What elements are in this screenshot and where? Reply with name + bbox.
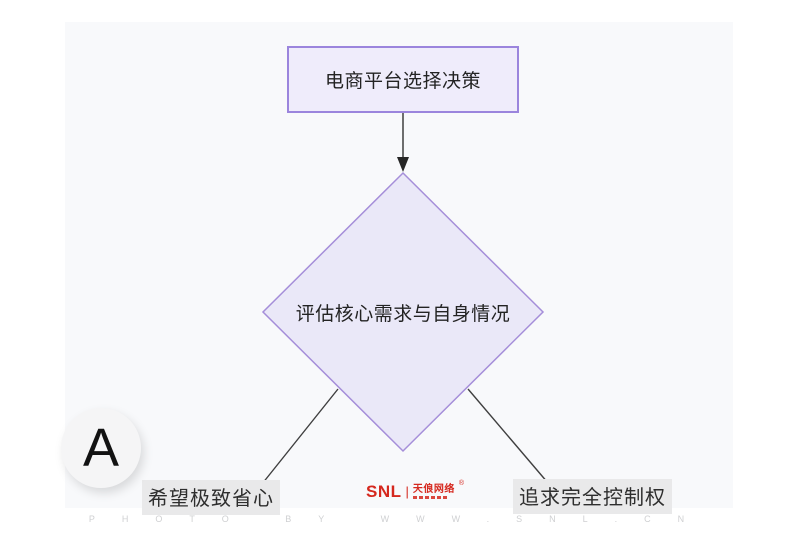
arrowhead-icon — [397, 157, 409, 172]
annotation-letter: A — [82, 418, 120, 478]
logo-brand-text: SNL — [366, 482, 402, 501]
logo-company-name: 天俍网络 — [412, 484, 455, 495]
snl-logo: SNL | 天俍网络 ® — [366, 480, 465, 502]
logo-divider: | — [405, 483, 409, 499]
start-node-label: 电商平台选择决策 — [324, 71, 481, 92]
branch-right-label: 追求完全控制权 — [513, 479, 672, 514]
start-node-shape — [287, 46, 519, 113]
annotation-letter-badge: A — [61, 408, 141, 488]
logo-company-block: 天俍网络 — [412, 484, 455, 499]
connector-branch-left — [261, 388, 339, 485]
registered-trademark-icon: ® — [458, 480, 465, 487]
connector-branch-right — [467, 388, 549, 484]
logo-subtext-bar — [412, 496, 449, 499]
branch-left-label: 希望极致省心 — [142, 480, 280, 515]
photo-credit-watermark: PHOTO BY WWW.SNL.CN — [88, 514, 712, 524]
decision-node-shape — [261, 171, 545, 453]
decision-node-label: 评估核心需求与自身情况 — [295, 303, 511, 325]
